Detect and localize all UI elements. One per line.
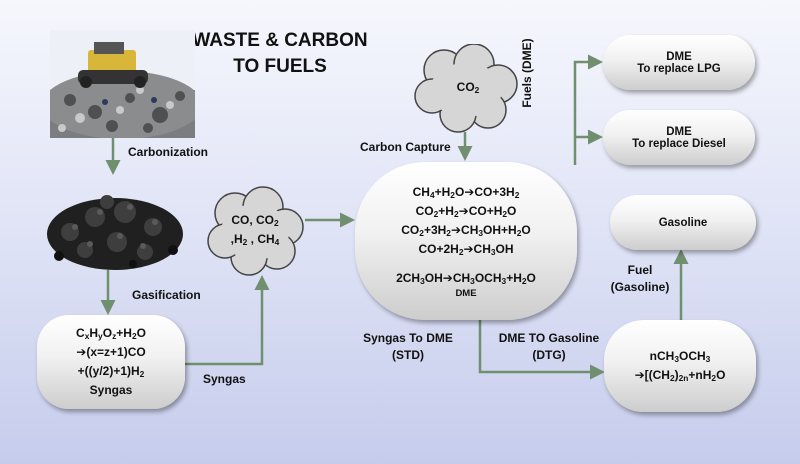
title-line-1: WASTE & CARBON (192, 30, 368, 51)
carbonization-label: Carbonization (128, 145, 208, 159)
arrow-reactor-to-dtg (478, 320, 605, 380)
fuel-gasoline-label: Fuel (Gasoline) (600, 262, 680, 296)
reactor-dme-caption: DME (455, 287, 477, 299)
reactor-box: CH4+H2O➔CO+3H2 CO2+H2➔CO+H2O CO2+3H2➔CH3… (355, 162, 577, 320)
co2-cloud-text: CO2 (456, 80, 480, 95)
gasification-eq-3: +((y/2)+1)H2 (77, 364, 145, 379)
gasification-eq-2: ➔(x=z+1)CO (76, 345, 146, 359)
gasification-label: Gasification (132, 288, 201, 302)
dme-diesel-line-2: To replace Diesel (632, 137, 726, 150)
arrow-box-to-syngas-cloud (185, 275, 270, 366)
reactor-eq-1: CH4+H2O➔CO+3H2 (412, 184, 520, 200)
std-line-2: (STD) (392, 348, 424, 362)
dtg-reaction-box: nCH3OCH3 ➔[(CH2)2n+nH2O (604, 320, 756, 412)
gasification-reaction-box: CxHyOz+H2O ➔(x=z+1)CO +((y/2)+1)H2 Synga… (37, 315, 185, 409)
reactor-eq-2: CO2+H2➔CO+H2O (415, 203, 517, 219)
syngas-cloud (207, 186, 304, 276)
reactor-eq-4: CO+2H2➔CH3OH (418, 241, 514, 257)
gasification-eq-1: CxHyOz+H2O (76, 326, 146, 341)
landfill-photo (50, 30, 195, 138)
fuel-gasoline-line-1: Fuel (627, 263, 653, 277)
std-label: Syngas To DME (STD) (356, 330, 460, 364)
dme-diesel-box: DME To replace Diesel (603, 110, 755, 165)
fuel-gasoline-line-2: (Gasoline) (610, 280, 670, 294)
syngas-cloud-line-2: ,H2 , CH4 (230, 232, 280, 247)
dtg-label: DME TO Gasoline (DTG) (486, 330, 612, 364)
carbon-capture-label: Carbon Capture (360, 140, 451, 154)
syngas-label: Syngas (203, 372, 246, 386)
gasoline-text: Gasoline (658, 216, 708, 229)
arrow-reactor-to-dme (573, 54, 603, 165)
dtg-eq-2: ➔[(CH2)2n+nH2O (634, 368, 726, 383)
gasoline-box: Gasoline (610, 195, 756, 250)
dme-lpg-line-2: To replace LPG (637, 62, 721, 75)
reactor-eq-3: CO2+3H2➔CH3OH+H2O (401, 222, 531, 238)
fuels-dme-label: Fuels (DME) (520, 38, 534, 108)
title-line-2: TO FUELS (233, 56, 327, 77)
dme-diesel-line-1: DME (666, 125, 692, 138)
std-line-1: Syngas To DME (363, 331, 453, 345)
dtg-eq-1: nCH3OCH3 (649, 349, 711, 364)
coal-pile-photo (47, 195, 183, 270)
reactor-eq-5: 2CH3OH➔CH3OCH3+H2O (396, 270, 536, 286)
dme-lpg-box: DME To replace LPG (603, 35, 755, 90)
dtg-line-2: (DTG) (532, 348, 566, 362)
gasification-eq-4: Syngas (89, 383, 133, 397)
page-title: WASTE & CARBON TO FUELS (150, 28, 410, 80)
co2-cloud (414, 44, 518, 133)
dtg-line-1: DME TO Gasoline (498, 331, 600, 345)
dme-lpg-line-1: DME (666, 50, 692, 63)
syngas-cloud-line-1: CO, CO2 (231, 213, 279, 228)
syngas-cloud-text: CO, CO2 ,H2 , CH4 (212, 211, 298, 249)
